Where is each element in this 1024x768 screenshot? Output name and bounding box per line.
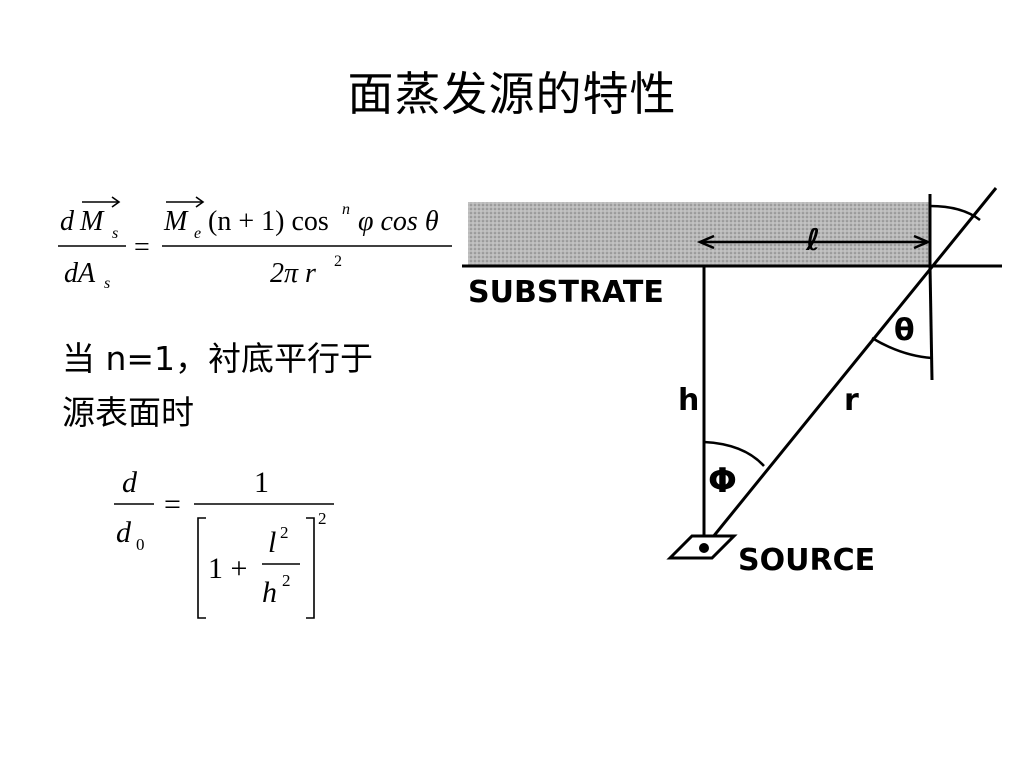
substrate-source-diagram: ℓ SUBSTRATE SOURCE h r θ Φ [462, 187, 1002, 578]
formula2-inner-den-exp: 2 [282, 571, 291, 590]
formula1-lhs-M: M [79, 206, 105, 237]
substrate-label: SUBSTRATE [468, 275, 664, 310]
formula-deposition-rate: d M s dA s = M e (n + 1) cos n φ cos θ 2… [58, 196, 452, 292]
formula2-inner-num: l [268, 526, 276, 559]
substrate-normal-lower [928, 265, 934, 381]
formula1-rhs-factor: (n + 1) cos [208, 206, 329, 237]
formula1-lhs-d: d [60, 206, 75, 237]
condition-note: 当 n=1，衬底平行于 源表面时 [62, 332, 442, 440]
phi-arc [703, 440, 765, 467]
theta-arc [871, 336, 933, 360]
formula1-lhs-den-sub: s [104, 275, 110, 292]
formula2-lhs-den: d [116, 516, 132, 549]
h-label: h [678, 383, 699, 418]
formula2-inner-one: 1 + [208, 552, 247, 585]
formula1-lhs-den: dA [64, 258, 96, 289]
formula1-rhs-den: 2π r [270, 258, 316, 289]
formula1-rhs-M-sub: e [194, 225, 201, 242]
formula2-equals: = [164, 488, 181, 521]
page-title: 面蒸发源的特性 [347, 67, 677, 121]
r-label: r [844, 383, 859, 418]
formula2-inner-den: h [262, 576, 277, 609]
formula-thickness-ratio: d d 0 = 1 1 + l 2 h 2 2 [114, 466, 334, 619]
formula1-equals: = [134, 232, 150, 263]
formula2-outer-exp: 2 [318, 509, 327, 528]
upper-angle-arc [929, 204, 981, 221]
substrate-block [468, 202, 930, 266]
formula2-lhs-den-sub: 0 [136, 535, 145, 554]
formula2-inner-num-exp: 2 [280, 523, 289, 542]
formula1-rhs-den-exp: 2 [334, 253, 342, 270]
phi-label: Φ [708, 461, 737, 501]
formula1-rhs-rest: φ cos θ [358, 206, 439, 237]
condition-note-line2: 源表面时 [62, 393, 194, 432]
formula1-rhs-exp: n [342, 201, 350, 218]
l-label: ℓ [805, 223, 820, 258]
condition-note-line1: 当 n=1，衬底平行于 [62, 339, 374, 378]
formula1-lhs-sub: s [112, 225, 118, 242]
r-line [702, 187, 998, 549]
formula2-rhs-num: 1 [254, 466, 269, 499]
source-label: SOURCE [738, 543, 875, 578]
formula2-lhs-num: d [122, 466, 138, 499]
formula1-rhs-M: M [163, 206, 189, 237]
theta-label: θ [894, 313, 915, 348]
